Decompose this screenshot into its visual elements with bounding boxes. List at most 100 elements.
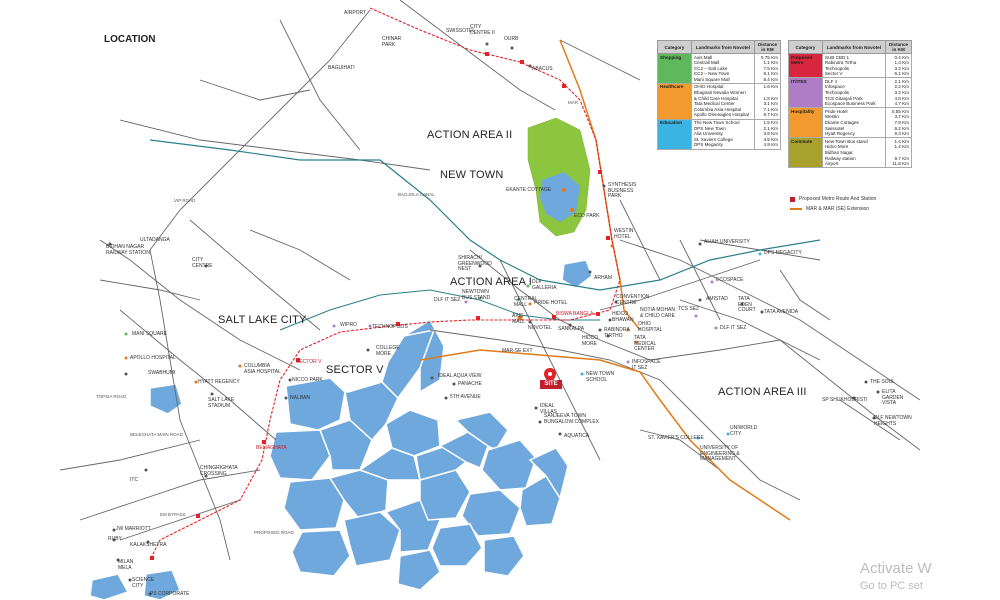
label-abacus: ABACUS <box>532 66 553 72</box>
legend-left-header-category: Category <box>657 40 692 54</box>
legend-distance-item: 8.1 Km <box>763 71 778 77</box>
label-notia: NOTIA MOHAN & CHILD CARE <box>640 307 676 319</box>
legend-distance-item: 7.5 Km <box>763 65 778 71</box>
legend-left-header-landmarks: Landmarks from Novotel <box>690 40 756 54</box>
label-apollo: APOLLO HOSPITAL <box>130 355 176 361</box>
mar-line-icon <box>790 208 802 210</box>
legend-distance-item: 1.6 Km <box>763 84 778 90</box>
label-st-xaviers: ST. XAVIER'S COLLEGE <box>648 435 704 441</box>
legend-landmark-item: Ecospace Business Park <box>824 101 876 107</box>
label-ultadanga: ULTADANGA <box>140 237 170 243</box>
watermark-line-2: Go to PC set <box>860 580 923 592</box>
legend-landmark-item: DLF 1 <box>824 78 838 84</box>
label-central-mall: CENTRAL MALL <box>514 296 538 308</box>
label-dlf-galleria: DLF GALLERIA <box>532 279 557 291</box>
label-novotel: NOVOTEL <box>528 325 552 331</box>
wetland-water <box>89 259 593 600</box>
legend-landmark-item: Airport <box>824 161 839 167</box>
label-salt-lake-stadium: SALT LAKE STADIUM <box>208 397 235 409</box>
label-city-centre: CITY CENTRE <box>192 257 213 269</box>
legend-distance-item: 2.1 Km <box>894 78 909 84</box>
legend-distance-item: 6.1 Km <box>894 71 909 77</box>
label-proposed-road: PROPOSED ROAD <box>254 530 294 535</box>
mar-se-ext <box>419 349 791 521</box>
label-bagjola-canal: BAGJOLA CANAL <box>398 192 435 197</box>
legend-landmark-item: TCS Gitanjali Park <box>824 95 863 101</box>
legend-distance-item: 0.75 Km <box>760 54 778 60</box>
key-metro-label: Proposed Metro Route And Station <box>799 196 877 202</box>
label-uem: UNIVERSITY OF ENGINEERING & MANAGEMENT <box>700 445 740 462</box>
legend-landmark-item: Technopolis <box>824 65 850 71</box>
legend-landmark-item: Apollo Gleneagles Hospital <box>693 112 750 118</box>
label-beleghata-main-road: BELEGHATA MAIN ROAD <box>130 432 183 437</box>
legend-distance-item: 4.5 Km <box>763 136 778 142</box>
area-salt-lake-city: SALT LAKE CITY <box>218 314 307 326</box>
label-vip-road: VIP ROAD <box>174 198 196 203</box>
legend-landmark-item: DPS New Town <box>693 125 726 131</box>
label-dlf-newtown-heights: DLF NEWTOWN HEIGHTS <box>874 415 912 427</box>
legend-category: Healthcare <box>657 82 692 120</box>
label-metro-sector-v: SECTOR V <box>296 359 322 365</box>
label-ideal-villas: IDEAL VILLAS <box>540 403 557 415</box>
label-uniworld: UNIWORLD CITY <box>730 425 758 437</box>
legend-landmark-item: OHIO Hospital <box>693 84 724 90</box>
legend-landmark-item: Bidhan Nagar <box>824 150 853 155</box>
bagjola-canal <box>149 139 821 291</box>
label-chingrighata: CHINGRIGHATA CROSSING <box>200 465 238 477</box>
landmark-dots <box>108 42 880 596</box>
label-topsia-road: TOPSIA ROAD <box>96 394 127 399</box>
legend-landmark-item: Bhagirati Nevatia Women <box>693 90 746 96</box>
label-ohio-hospital: OHIO HOSPITAL <box>638 321 663 333</box>
key-mar: MAR & MAR (SE) Extension <box>790 206 869 212</box>
area-action-area-1: ACTION AREA I <box>450 276 533 288</box>
label-ideal-aqua-view: IDEAL AQUA VIEW <box>438 373 482 379</box>
page-title: LOCATION <box>104 34 156 45</box>
legend-distance-item: 1.8 Km <box>763 95 778 101</box>
legend-landmark-item: CC2 – Salt Lake <box>693 65 728 71</box>
legend-landmark-item: Westin <box>824 114 839 120</box>
label-pride-hotel: PRIDE HOTEL <box>534 300 568 306</box>
legend-distance-item: 7.1 Km <box>763 106 778 112</box>
label-hyatt-regency: HYATT REGENCY <box>198 379 240 385</box>
legend-distance-item: 1.1 Km <box>763 60 778 66</box>
label-mani-square: MANI SQUARE <box>132 331 168 337</box>
label-shirachi: SHIRACHI GREENWOOD NEST <box>458 255 492 272</box>
label-infospace: INFOSPACE IT SEZ <box>632 359 661 371</box>
legend-distance-item: 4.7 Km <box>894 101 909 107</box>
legend-distance-item: 3.1 Km <box>763 101 778 107</box>
label-chinar-park: CHINAR PARK <box>382 36 402 48</box>
watermark-line-1: Activate W <box>860 560 932 577</box>
area-action-area-2: ACTION AREA II <box>427 129 513 141</box>
legend-right-header-category: Category <box>788 40 823 54</box>
legend-distance-item: 7.9 Km <box>894 120 909 126</box>
label-baguihati: BAGUIHATI <box>328 65 355 71</box>
label-airport: AIRPORT <box>344 10 367 16</box>
legend-distance-item: 1.3 Km <box>894 60 909 66</box>
legend-landmark-item: Ekante Cottages <box>824 120 859 126</box>
legend-landmark-item: Alia University <box>693 131 723 137</box>
label-wipro: WIPRO <box>340 322 357 328</box>
metro-station-icon <box>790 196 795 202</box>
area-new-town: NEW TOWN <box>440 169 504 181</box>
label-rabindra-tirtho: RABINDRA TIRTHO <box>604 327 630 339</box>
label-metro-biswa-bangla: BISWA BANGLA <box>556 311 594 317</box>
legend-distance-item: 11.8 Km <box>892 161 909 167</box>
legend-distance-item: 2.2 Km <box>894 84 909 90</box>
legend-right-header-distance: Distance in KM <box>885 40 912 54</box>
legend-landmark-item: Hidco More <box>824 144 849 150</box>
legend-landmark-item: Rabindra Tirtha <box>824 60 857 66</box>
label-columbia-asia: COLUMBIA ASIA HOSPITAL <box>244 363 281 375</box>
legend-distance-item: 3.2 Km <box>894 65 909 71</box>
label-westin: WESTIN HOTEL <box>614 228 634 240</box>
